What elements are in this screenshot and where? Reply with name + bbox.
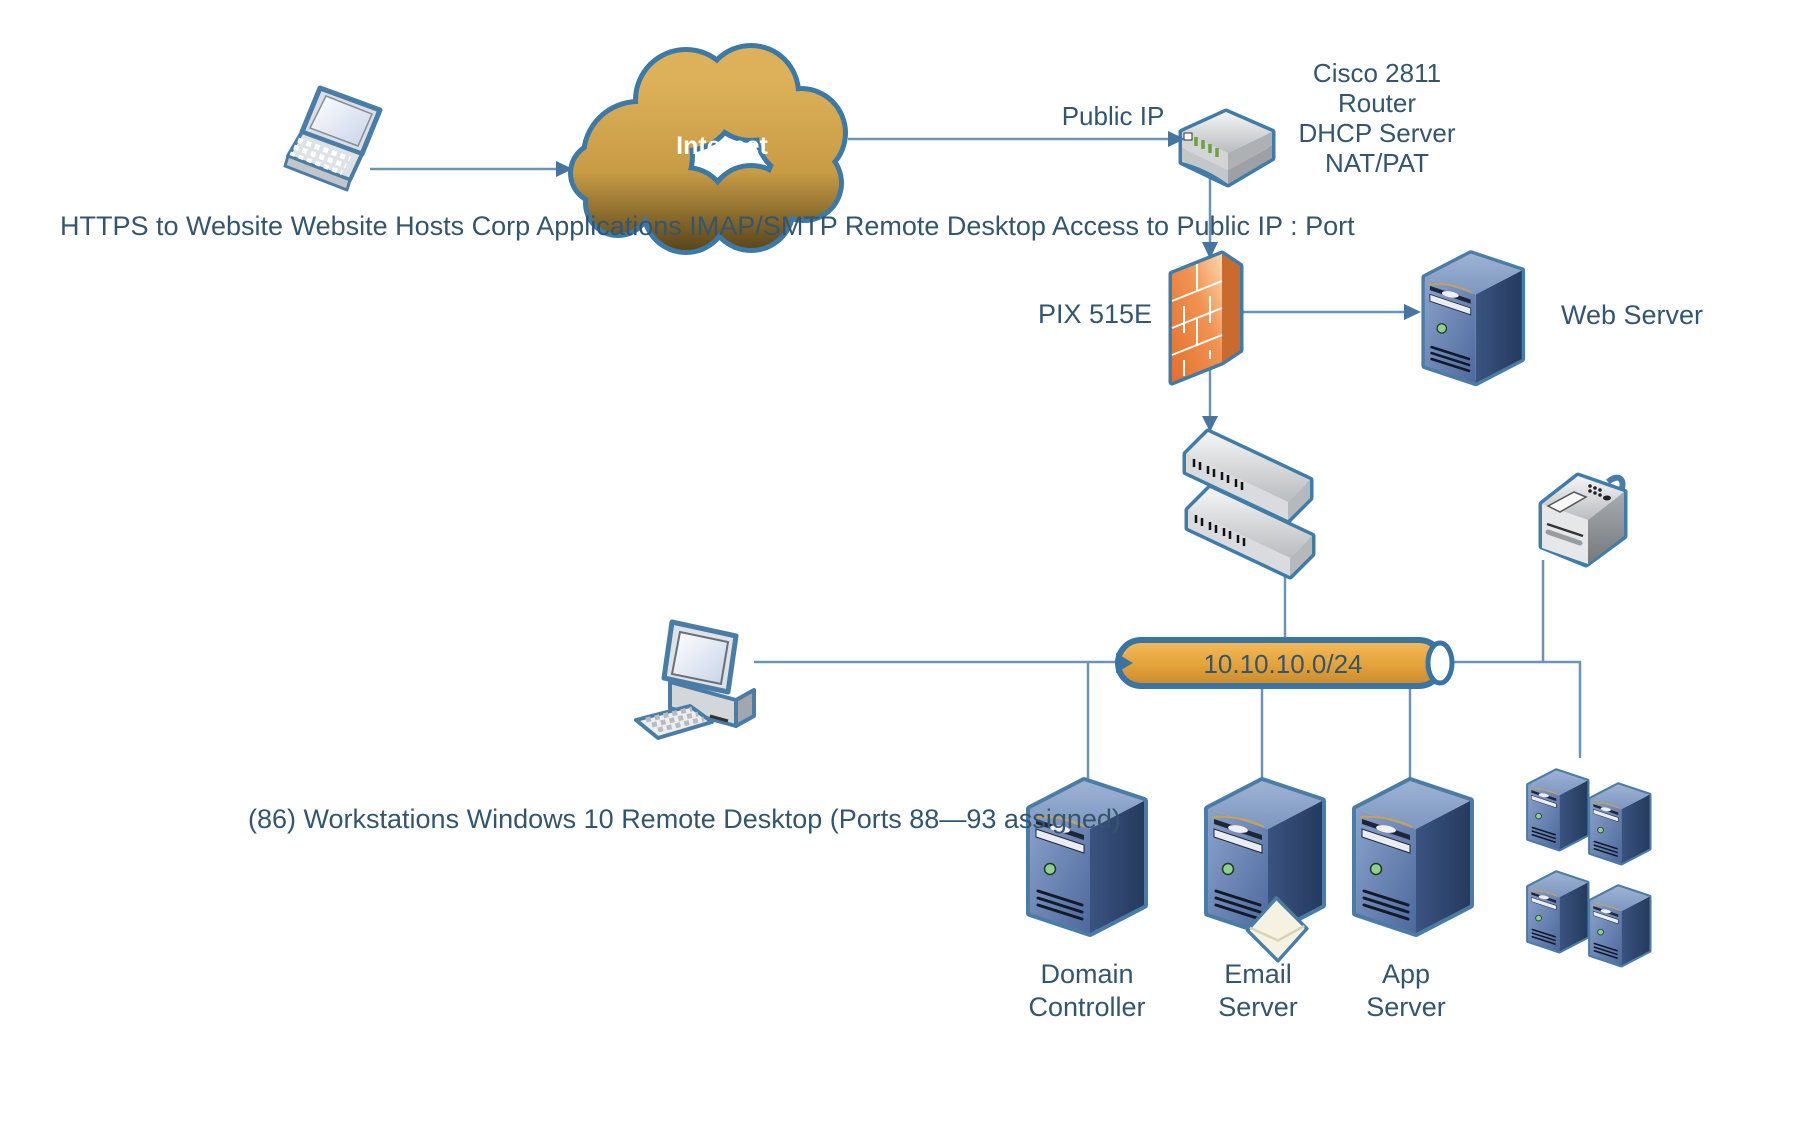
server-label-line: Server [1218, 992, 1298, 1022]
note-line: IP : Port [1257, 211, 1355, 241]
arrow-into-cloud [556, 161, 573, 177]
web-server-label: Web Server [1560, 300, 1704, 330]
server-label-line: Email [1224, 959, 1292, 989]
note-line: Windows 10 [466, 804, 614, 834]
domain-controller-label: Domain Controller [987, 958, 1187, 1024]
server-label-line: Server [1366, 992, 1446, 1022]
firewall-label: PIX 515E [1037, 299, 1153, 329]
note-line: Remote Desktop Access to Public [844, 211, 1251, 241]
router-label-line: NAT/PAT [1325, 148, 1429, 178]
server-label-line: App [1381, 959, 1431, 989]
email-server-label: Email Server [1158, 958, 1358, 1024]
workstation-icon [634, 619, 756, 740]
router-label-line: Router [1337, 88, 1417, 118]
internet-access-note: HTTPS to Website Website Hosts Corp Appl… [60, 210, 1355, 243]
note-line: (86) Workstations [248, 804, 460, 834]
arrowheads [556, 131, 1421, 432]
note-line: Website Hosts Corp Applications [290, 211, 682, 241]
arrow-into-switch [1202, 416, 1218, 432]
bus-left-arrow [1116, 653, 1133, 673]
server-label-line: Domain [1040, 959, 1134, 989]
firewall-icon [1168, 250, 1244, 386]
app-server-icon [1356, 781, 1470, 933]
link-bus-servercluster [1452, 660, 1582, 758]
arrow-into-firewall [1202, 242, 1218, 259]
laptop-icon [283, 85, 383, 192]
connectors [370, 137, 1582, 781]
network-bus [1115, 637, 1455, 689]
router-label-line: DHCP Server [1298, 118, 1456, 148]
router-label: Cisco 2811 Router DHCP Server NAT/PAT [1252, 58, 1502, 178]
router-label-line: Cisco 2811 [1312, 58, 1442, 88]
arrow-into-router [1168, 131, 1185, 147]
server-cluster-icon [1528, 770, 1649, 965]
switch-icon [1184, 484, 1316, 580]
workstations-note: (86) Workstations Windows 10 Remote Desk… [248, 803, 1121, 836]
printer-icon [1538, 472, 1628, 568]
switch-icon [1182, 428, 1314, 524]
server-label-line: Controller [1028, 992, 1146, 1022]
note-line: Remote Desktop (Ports 88—93 assigned) [621, 804, 1121, 834]
arrow-into-webserver [1404, 304, 1421, 320]
note-line: HTTPS to Website [60, 211, 284, 241]
public-ip-label: Public IP [1061, 101, 1165, 131]
app-server-label: App Server [1306, 958, 1506, 1024]
internet-cloud [568, 43, 848, 255]
note-line: IMAP/SMTP [689, 211, 838, 241]
internet-label: Internet [676, 132, 768, 160]
email-envelope-icon [1245, 896, 1309, 963]
web-server-icon [1425, 254, 1522, 383]
router-icon [1178, 108, 1276, 188]
bus-label: 10.10.10.0/24 [1203, 649, 1363, 679]
switch-stack-icon [1182, 428, 1316, 580]
